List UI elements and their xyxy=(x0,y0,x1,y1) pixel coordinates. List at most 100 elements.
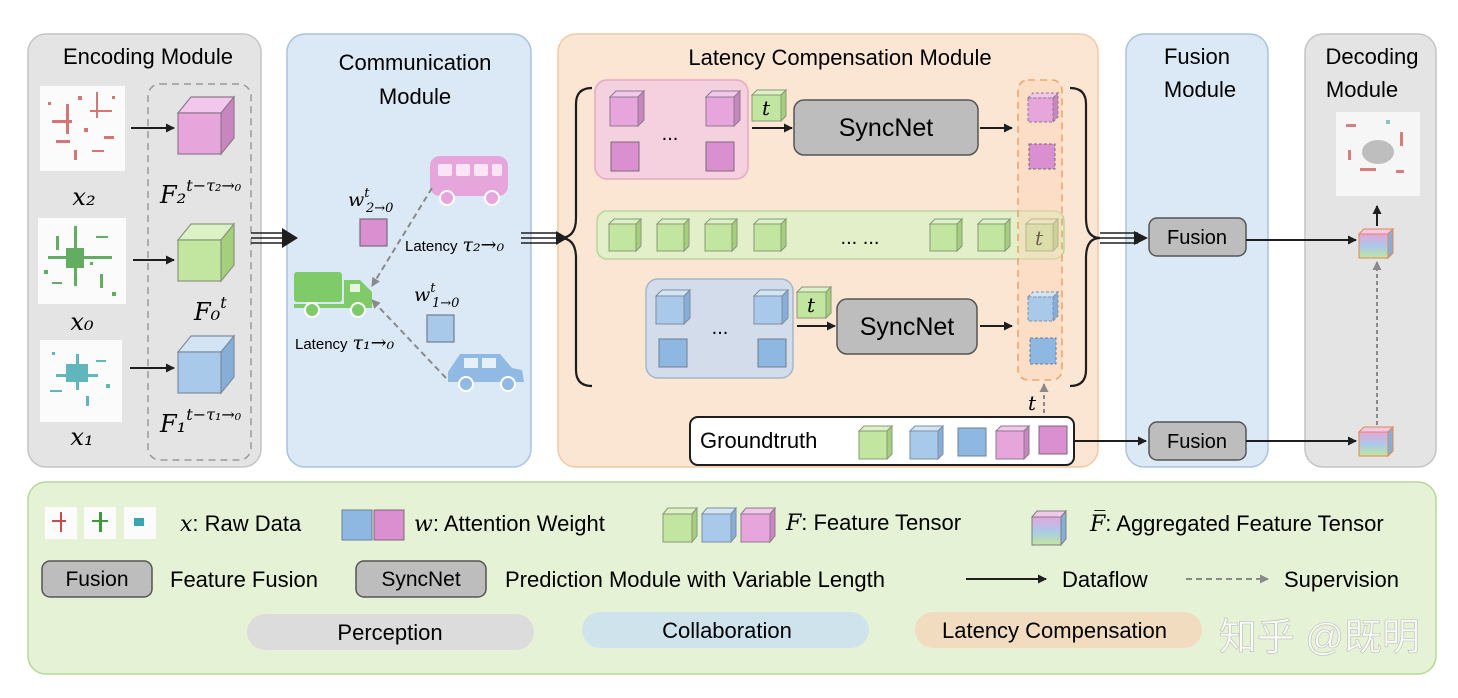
raw-data-x2-image xyxy=(40,86,125,171)
feature-cube-pink-F2 xyxy=(176,95,236,156)
feature-cube-blue-F1 xyxy=(176,334,236,395)
gt-pink-cube xyxy=(994,424,1031,461)
left-brace xyxy=(559,86,593,388)
pink-cube-top-left xyxy=(608,89,646,128)
legend-supervision: Supervision xyxy=(1284,567,1399,592)
output-column-dashed xyxy=(1017,79,1063,381)
arrow-latency-to-fusion xyxy=(1100,231,1148,245)
green-cube-6 xyxy=(976,217,1012,253)
truck-icon xyxy=(294,272,372,318)
legend-attention-weight: w: Attention Weight xyxy=(414,511,605,537)
green-cube-1 xyxy=(607,217,643,253)
arrow-encoding-to-communication xyxy=(251,228,298,248)
time-label-supervision: t xyxy=(1028,391,1037,415)
blue-cube-top-left xyxy=(654,288,692,326)
aggregated-cube-top xyxy=(1357,227,1395,260)
legend-fusion-box xyxy=(41,560,153,598)
feature-group-dashed xyxy=(147,83,252,461)
car-icon xyxy=(448,354,524,392)
decoding-title-l1: Decoding xyxy=(1326,44,1419,69)
fusion-title-l1: Fusion xyxy=(1164,44,1230,69)
fusion-top-box xyxy=(1148,217,1247,257)
gt-green-cube xyxy=(857,424,894,461)
legend-aggregated-feature-tensor: F̅: Aggregated Feature Tensor xyxy=(1089,510,1384,537)
comm-arrow-car-to-truck xyxy=(371,299,447,379)
legend-feature-fusion: Feature Fusion xyxy=(170,567,318,592)
green-row-dots: ... ... xyxy=(841,227,880,249)
legend-latency-pill xyxy=(915,612,1202,648)
green-cubes xyxy=(607,217,1060,253)
watermark: 知乎 @既明 xyxy=(1219,617,1420,659)
predicted-pink-square xyxy=(1028,143,1056,170)
syncnet-top-label: SyncNet xyxy=(839,114,934,142)
legend-aggregated-cube xyxy=(1030,509,1068,547)
fusion-bottom-label: Fusion xyxy=(1167,431,1227,453)
legend-syncnet-box xyxy=(355,560,487,598)
legend-collaboration-pill xyxy=(582,612,869,648)
fusion-top-label: Fusion xyxy=(1167,227,1227,249)
feature-cube-green-F0 xyxy=(176,222,236,283)
pink-group-dots: ... xyxy=(662,123,679,145)
time-label-mid: t xyxy=(1035,226,1044,250)
time-cube-top xyxy=(750,88,788,123)
legend-attention-blue xyxy=(341,509,373,541)
raw-data-x0-image xyxy=(38,218,126,304)
legend-raw-data: x: Raw Data xyxy=(180,511,302,537)
green-cube-7-t xyxy=(1024,217,1060,253)
feature-F0-label: F₀t xyxy=(193,293,227,326)
encoding-title: Encoding Module xyxy=(63,44,233,69)
communication-title-l2: Module xyxy=(379,84,451,109)
pink-square-bottom-left xyxy=(610,141,640,172)
comm-arrow-bus-to-truck xyxy=(371,187,433,287)
predicted-blue-cube xyxy=(1026,290,1060,323)
latency-title: Latency Compensation Module xyxy=(688,45,991,70)
decoded-output-image xyxy=(1336,112,1420,196)
predicted-pink-cube xyxy=(1026,91,1060,124)
raw-data-x1-label: x₁ xyxy=(70,423,93,451)
legend-perception-pill xyxy=(247,614,534,650)
legend-syncnet-description: Prediction Module with Variable Length xyxy=(505,567,885,592)
decoding-title-l2: Module xyxy=(1326,77,1398,102)
predicted-blue-square xyxy=(1029,337,1057,365)
raw-data-x0-label: x₀ xyxy=(70,308,94,336)
raw-data-x1-image xyxy=(40,340,122,422)
blue-cube-top-right xyxy=(752,288,790,326)
time-label-top: t xyxy=(762,96,771,120)
green-cube-3 xyxy=(703,217,739,253)
gt-blue-square xyxy=(957,427,987,457)
legend-dataflow: Dataflow xyxy=(1062,567,1148,592)
legend-feature-cubes xyxy=(661,506,777,544)
syncnet-bottom-label: SyncNet xyxy=(860,313,955,341)
gt-blue-cube xyxy=(908,424,945,461)
legend-syncnet-box-label: SyncNet xyxy=(381,568,461,591)
attention-weight-pink xyxy=(359,218,388,247)
legend-perception: Perception xyxy=(337,620,442,645)
legend-collaboration: Collaboration xyxy=(662,618,792,643)
legend-raw-data-thumbnails xyxy=(45,507,156,539)
feature-F2-label: F₂t−τ₂→₀ xyxy=(159,176,242,209)
gt-pink-square xyxy=(1038,425,1068,455)
legend-fusion-box-label: Fusion xyxy=(65,568,128,591)
green-cube-5 xyxy=(928,217,964,253)
blue-group-dots: ... xyxy=(712,317,729,339)
bus-icon xyxy=(430,156,508,206)
time-cube-bottom xyxy=(795,285,833,320)
pink-square-bottom-right xyxy=(705,141,735,172)
green-cube-2 xyxy=(655,217,691,253)
communication-title-l1: Communication xyxy=(339,50,492,75)
blue-square-bottom-left xyxy=(658,338,688,368)
legend-latency-compensation: Latency Compensation xyxy=(942,618,1167,643)
syncnet-bottom xyxy=(836,298,978,355)
legend-feature-tensor: F: Feature Tensor xyxy=(785,510,961,536)
syncnet-top xyxy=(793,99,979,156)
groundtruth-label: Groundtruth xyxy=(700,428,817,453)
legend-attention-pink xyxy=(373,509,405,541)
raw-data-x2-label: x₂ xyxy=(72,183,95,211)
fusion-title-l2: Module xyxy=(1164,77,1236,102)
feature-F1-label: F₁t−τ₁→₀ xyxy=(159,405,242,438)
